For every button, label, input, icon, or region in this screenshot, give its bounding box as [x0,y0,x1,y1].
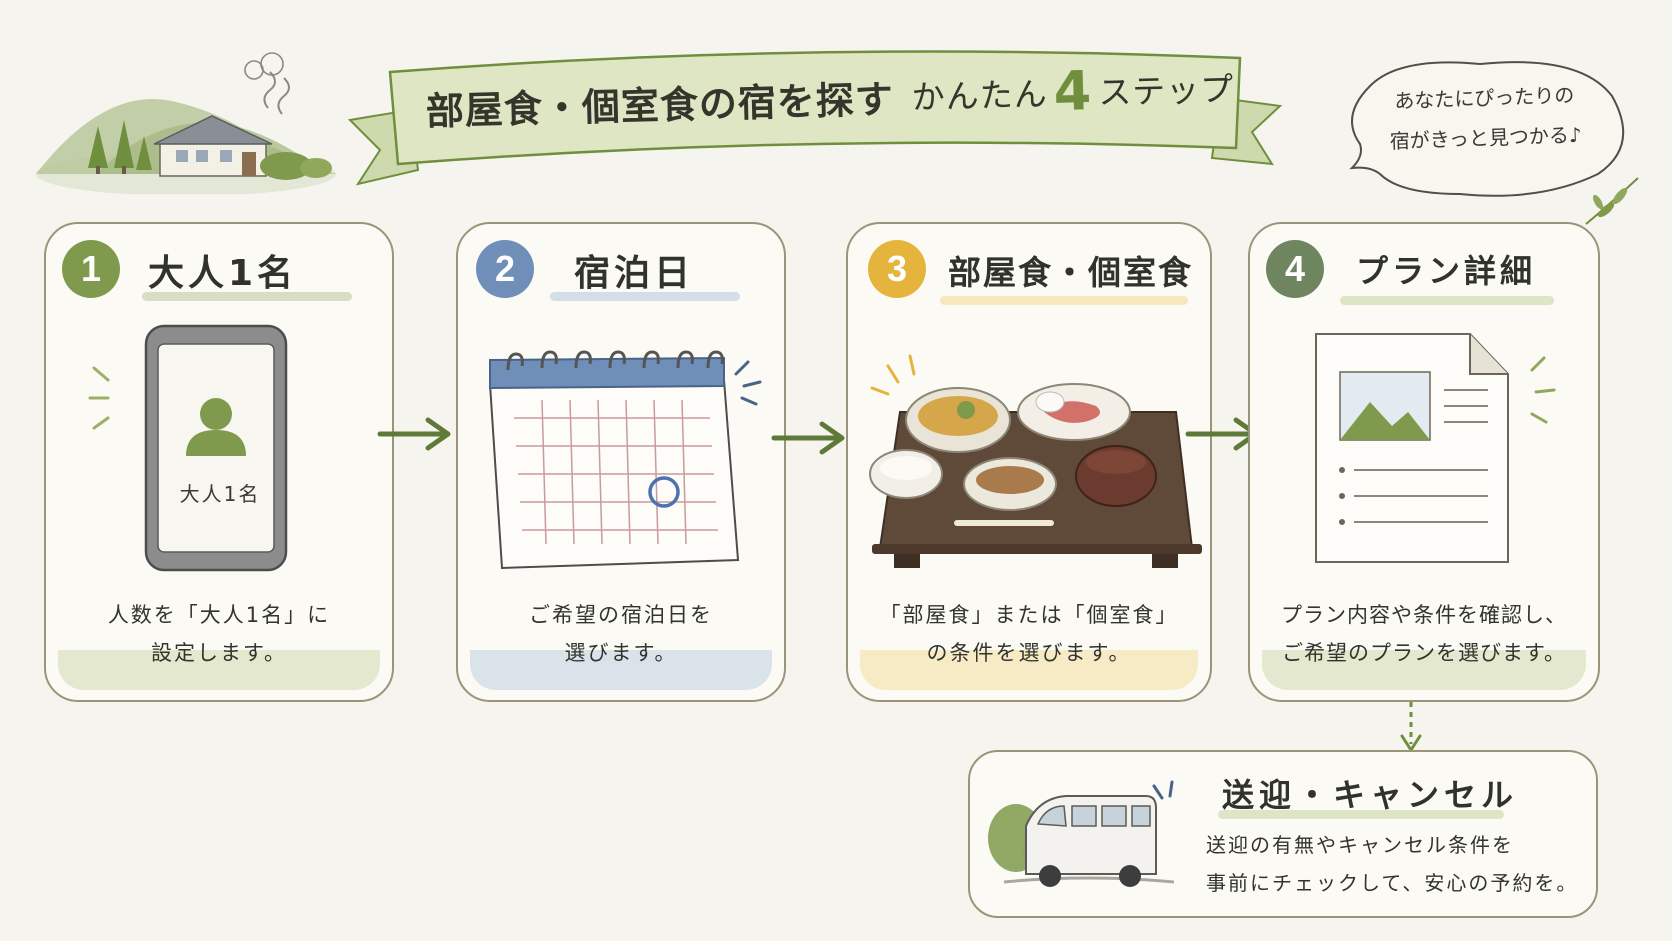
step-1-description: 人数を「大人1名」に 設定します。 [44,596,394,672]
speech-bubble [1349,61,1625,197]
title-sub-prefix: かんたん [911,74,1049,117]
title-ribbon [347,50,1283,186]
pickup-cancel-desc-line-1: 送迎の有無やキャンセル条件を [1206,833,1514,857]
step-3-desc-line-2: の条件を選びます。 [926,641,1132,665]
van-icon [988,780,1175,887]
pickup-cancel-title: 送迎・キャンセル [1222,776,1519,814]
step-4-badge: 4 [1266,240,1324,298]
arrow-right-icon [377,417,451,451]
step-2-description: ご希望の宿泊日を 選びます。 [456,596,786,672]
step-4-description: プラン内容や条件を確認し、 ご希望のプランを選びます。 [1248,596,1600,672]
meal-tray-icon [869,354,1202,568]
step-2-desc-line-1: ご希望の宿泊日を [529,603,713,627]
title-main: 部屋食・個室食の宿を探す [425,76,895,134]
pickup-cancel-underline [1218,810,1504,819]
step-3-underline [940,296,1188,305]
step-2-title: 宿泊日 [574,253,695,294]
step-card-1 [44,222,394,702]
pickup-cancel-desc-line-2: 事前にチェックして、安心の予約を。 [1206,871,1579,895]
step-4-desc-line-2: ご希望のプランを選びます。 [1282,641,1566,665]
step-1-desc-line-1: 人数を「大人1名」に [107,603,331,627]
step-4-desc-line-1: プラン内容や条件を確認し、 [1281,603,1567,627]
step-4-underline [1340,296,1554,305]
step-2-underline [550,292,740,301]
phone-screen-label: 大人1名 [179,482,261,506]
step-3-desc-line-1: 「部屋食」または「個室食」 [879,603,1179,627]
step-4-title: プラン詳細 [1356,252,1537,290]
title-sub-suffix: ステップ [1097,69,1235,112]
inn-landscape-illustration [36,52,336,194]
step-1-title: 大人1名 [148,253,298,294]
card-wash [860,650,1198,690]
title-sub: かんたん 4 ステップ [911,55,1235,126]
step-2-desc-line-2: 選びます。 [564,641,678,665]
step-1-underline [142,292,352,301]
step-3-title: 部屋食・個室食 [948,253,1193,292]
title-step-count: 4 [1052,58,1094,123]
smartphone-icon [88,324,288,572]
bubble-line-2: 宿がきっと見つかる♪ [1389,122,1583,154]
card-wash [1262,650,1586,690]
pickup-cancel-description: 送迎の有無やキャンセル条件を 事前にチェックして、安心の予約を。 [1206,826,1578,902]
card-wash [470,650,772,690]
arrow-down-icon [1400,702,1422,752]
step-1-desc-line-2: 設定します。 [151,641,287,665]
arrow-right-icon [771,421,845,455]
bubble-message: あなたにぴったりの 宿がきっと見つかる♪ [1369,74,1602,162]
step-3-badge: 3 [868,240,926,298]
step-1-badge: 1 [62,240,120,298]
card-wash [58,650,380,690]
calendar-icon [488,350,762,570]
document-icon [1315,333,1556,563]
step-2-badge: 2 [476,240,534,298]
step-3-description: 「部屋食」または「個室食」 の条件を選びます。 [846,596,1212,672]
leaf-sprig-icon [1585,177,1639,225]
